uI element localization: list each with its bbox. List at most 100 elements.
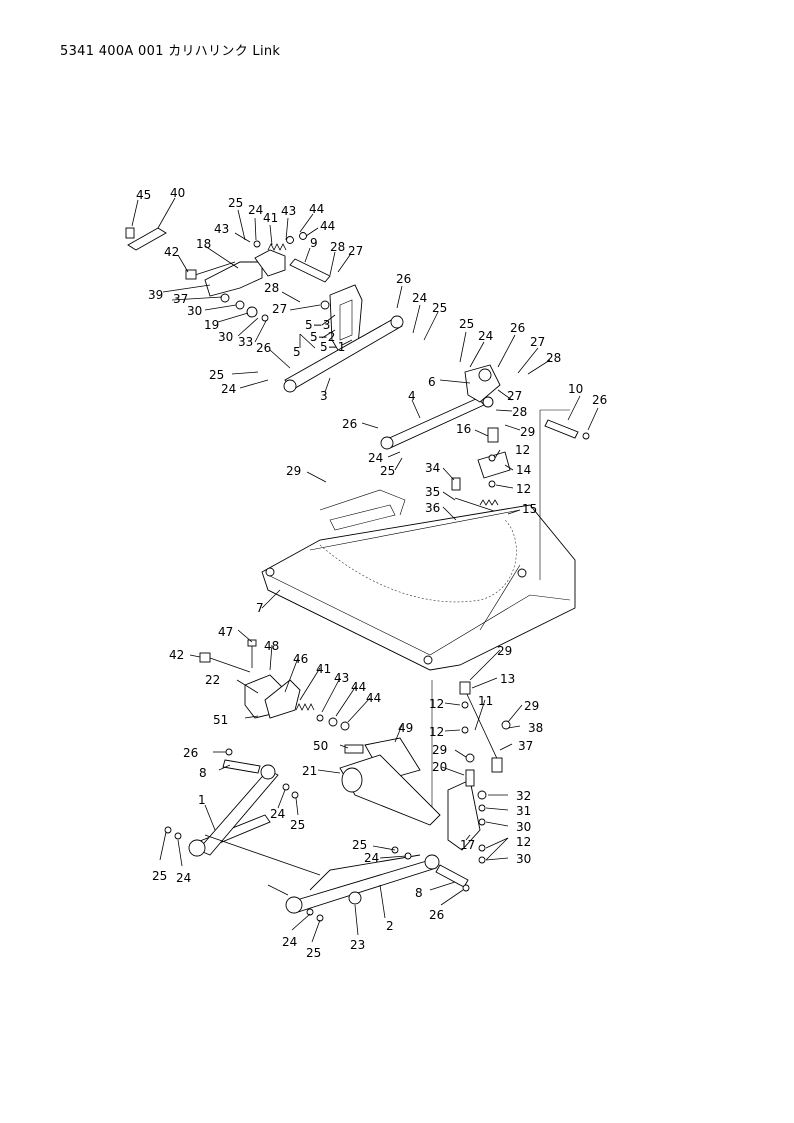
callout-label: 41: [316, 662, 331, 676]
bolt-part-42: [185, 269, 197, 280]
callout-label: 28: [264, 281, 279, 295]
callout-label: 26: [342, 417, 357, 431]
callout-label: 11: [478, 694, 493, 708]
callout-label: 25: [432, 301, 447, 315]
callout-label: 24: [221, 382, 236, 396]
callout-label: 12: [429, 697, 444, 711]
callout-label: 13: [500, 672, 515, 686]
callout-label: 30: [218, 330, 233, 344]
callout-label: 50: [313, 739, 328, 753]
callout-label: 5−2: [310, 330, 335, 344]
callout-label: 1: [198, 793, 206, 807]
callout-label: 12: [516, 482, 531, 496]
callout-label: 3: [320, 389, 328, 403]
callout-label: 33: [238, 335, 253, 349]
callout-label: 22: [205, 673, 220, 687]
callout-label: 48: [264, 639, 279, 653]
callout-label: 30: [187, 304, 202, 318]
pin-part-10: [544, 419, 579, 439]
link-part-1: [188, 764, 321, 876]
part-50: [344, 744, 364, 754]
callout-label: 12: [516, 835, 531, 849]
callout-label: 7: [256, 601, 264, 615]
callout-label: 25: [290, 818, 305, 832]
callout-label: 40: [170, 186, 185, 200]
link-part-2: [285, 854, 469, 914]
callout-label: 2: [386, 919, 394, 933]
nut-part-44: [286, 236, 294, 244]
callout-label: 51: [213, 713, 228, 727]
callout-label: 47: [218, 625, 233, 639]
callout-label: 42: [164, 245, 179, 259]
callout-label: 9: [310, 236, 318, 250]
callout-label: 6: [428, 375, 436, 389]
callout-label: 23: [350, 938, 365, 952]
callout-label: 29: [286, 464, 301, 478]
callout-label: 10: [568, 382, 583, 396]
callout-label: 38: [528, 721, 543, 735]
callout-label: 31: [516, 804, 531, 818]
callout-label: 29: [432, 743, 447, 757]
spring-part-41: [267, 243, 287, 251]
rod-part-11: [464, 689, 501, 766]
callout-label: 25: [209, 368, 224, 382]
callout-label: 24: [478, 329, 493, 343]
callout-label: 25: [380, 464, 395, 478]
washer-part-24: [253, 240, 261, 248]
callout-label: 8: [199, 766, 207, 780]
callout-label: 5−1: [320, 340, 345, 354]
callout-label: 35: [425, 485, 440, 499]
callout-label: 27: [272, 302, 287, 316]
callout-label: 43: [214, 222, 229, 236]
callout-label: 8: [415, 886, 423, 900]
callout-label: 24: [176, 871, 191, 885]
callout-label: 28: [546, 351, 561, 365]
callout-label: 27: [530, 335, 545, 349]
callout-label: 25: [306, 946, 321, 960]
callout-label: 24: [368, 451, 383, 465]
bolt-part-34: [451, 477, 461, 491]
callout-label: 29: [497, 644, 512, 658]
callout-label: 46: [293, 652, 308, 666]
callout-label: 16: [456, 422, 471, 436]
callout-label: 28: [330, 240, 345, 254]
callout-label: 24: [412, 291, 427, 305]
callout-label: 45: [136, 188, 151, 202]
callout-label: 36: [425, 501, 440, 515]
callout-label: 12: [515, 443, 530, 457]
leader-lines: [131, 197, 599, 943]
callout-label: 14: [516, 463, 531, 477]
callout-label: 26: [592, 393, 607, 407]
pin-part-8-lower: [435, 864, 469, 888]
callout-label: 20: [432, 760, 447, 774]
callout-label: 26: [510, 321, 525, 335]
plate-part-46: [264, 679, 301, 719]
callout-label: 25: [228, 196, 243, 210]
bolt-part-45: [125, 227, 135, 239]
callout-labels: 45 40 25 24 41 43 44 43 44 18 42 9 28 27…: [136, 186, 607, 960]
part-20: [465, 769, 475, 787]
callout-label: 12: [429, 725, 444, 739]
bracket-part-18: [204, 261, 263, 297]
callout-label: 24: [248, 203, 263, 217]
callout-label: 30: [516, 820, 531, 834]
callout-label: 25: [459, 317, 474, 331]
bushing-part-3a: [283, 379, 297, 393]
nut-part-44b: [299, 232, 307, 240]
part-16: [487, 427, 499, 443]
callout-label: 26: [429, 908, 444, 922]
callout-label: 15: [522, 502, 537, 516]
callout-label: 18: [196, 237, 211, 251]
callout-label: 43: [334, 671, 349, 685]
page-title: 5341 400A 001 カリハリンク Link: [60, 44, 281, 59]
pin-part-8-upper: [222, 759, 261, 774]
callout-label: 44: [309, 202, 324, 216]
callout-label: 29: [520, 425, 535, 439]
callout-label: 27: [507, 389, 522, 403]
callout-label: 24: [364, 851, 379, 865]
callout-label: 37: [173, 292, 188, 306]
callout-label: 37: [518, 739, 533, 753]
plate-part-40: [127, 227, 167, 251]
callout-label: 43: [281, 204, 296, 218]
